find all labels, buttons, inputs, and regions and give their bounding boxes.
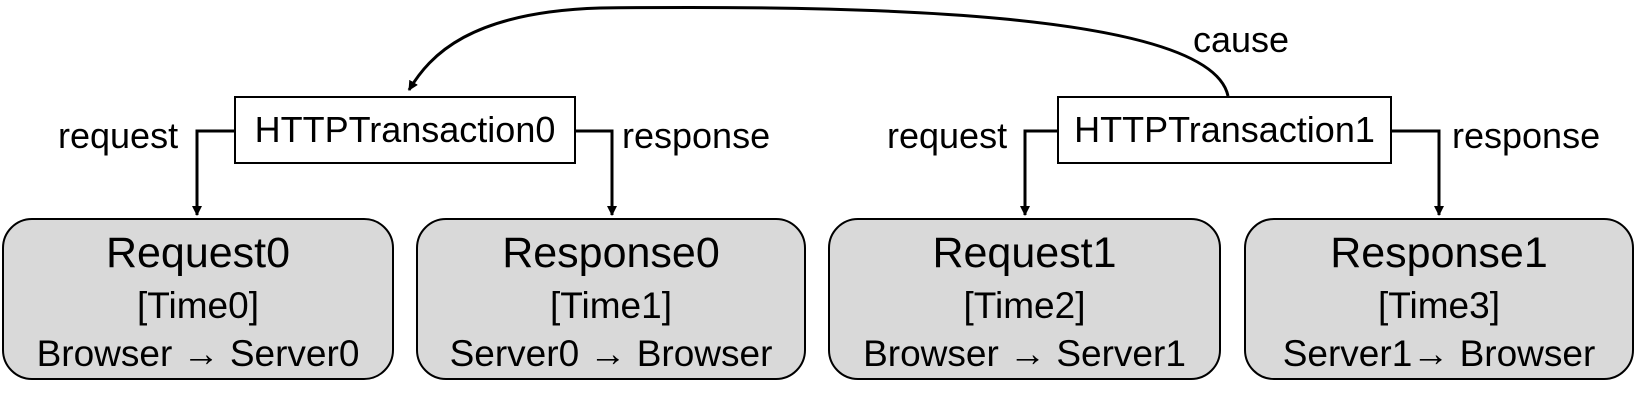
node-time: [Time2] [963, 285, 1086, 326]
request-arrow-0 [192, 129, 234, 216]
node-title: Response0 [502, 229, 720, 277]
node-title: Response1 [1330, 229, 1548, 277]
cause-label: cause [1193, 19, 1290, 60]
node-route: Browser → Server1 [863, 333, 1186, 374]
response-arrow-0 [576, 129, 617, 216]
request-arrow-1 [1020, 129, 1057, 216]
request-label-0: request [58, 115, 179, 156]
node-route: Server1→ Browser [1282, 333, 1596, 374]
response-arrow-1 [1392, 129, 1444, 216]
node-title: Request1 [932, 229, 1117, 277]
node-title: Request0 [105, 229, 291, 277]
node-route: Server0 → Browser [449, 333, 773, 374]
node-request0: Request0 [Time0] Browser → Server0 [2, 218, 394, 380]
http-transaction-1-box: HTTPTransaction1 [1057, 96, 1392, 164]
request-label-1: request [887, 115, 1008, 156]
node-response0: Response0 [Time1] Server0 → Browser [416, 218, 806, 380]
http-transaction-0-box: HTTPTransaction0 [234, 96, 576, 164]
node-time: [Time3] [1378, 285, 1500, 326]
node-request1: Request1 [Time2] Browser → Server1 [828, 218, 1221, 380]
node-route: Browser → Server0 [36, 333, 360, 374]
node-response1: Response1 [Time3] Server1→ Browser [1244, 218, 1634, 380]
node-time: [Time1] [550, 285, 672, 326]
cause-arrow [407, 5, 1230, 97]
response-label-0: response [622, 115, 771, 156]
response-label-1: response [1452, 115, 1601, 156]
node-time: [Time0] [137, 285, 259, 326]
